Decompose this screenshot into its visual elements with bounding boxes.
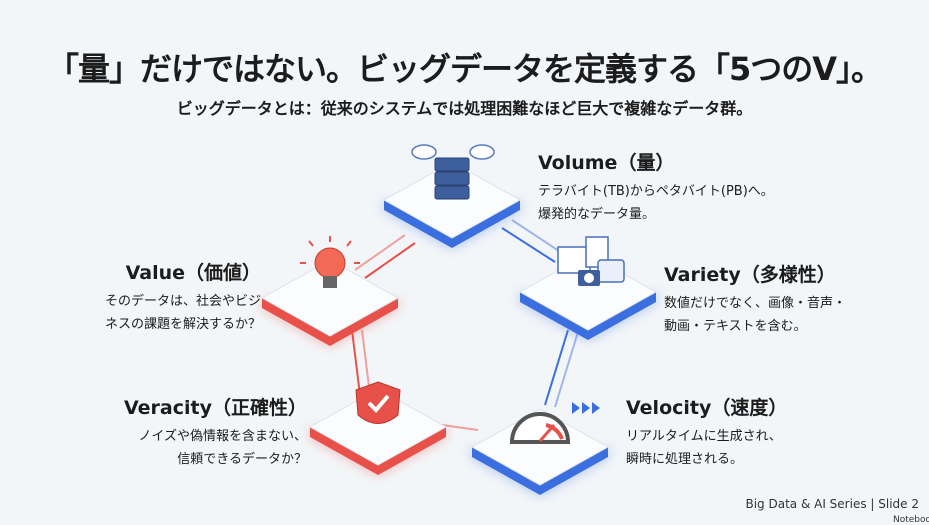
lightbulb-icon [300, 236, 360, 288]
volume-title: Volume（量） [538, 152, 675, 174]
variety-platform [518, 236, 658, 340]
value-platform [260, 236, 400, 346]
variety-desc-2: 動画・テキストを含む。 [664, 319, 807, 334]
veracity-desc-2: 信頼できるデータか？ [177, 452, 307, 467]
velocity-label: Velocity（速度） リアルタイムに生成され、 瞬時に処理される。 [626, 395, 787, 471]
volume-desc-1: テラバイト(TB)からペタバイト(PB)へ。 [538, 184, 774, 199]
veracity-title: Veracity（正確性） [124, 397, 307, 419]
variety-title: Variety（多様性） [664, 264, 836, 286]
volume-desc-2: 爆発的なデータ量。 [538, 207, 656, 222]
media-files-icon [557, 236, 625, 286]
server-cloud-icon [411, 144, 495, 200]
veracity-label: Veracity（正確性） ノイズや偽情報を含まない、 信頼できるデータか？ [124, 395, 307, 471]
veracity-platform [308, 381, 448, 475]
shield-check-icon [355, 381, 401, 424]
fast-forward-icon [572, 402, 580, 414]
value-desc-2: ネスの課題を解決するか？ [104, 317, 261, 332]
velocity-platform [470, 408, 610, 495]
arrow-volume-variety [501, 227, 556, 263]
volume-platform [382, 144, 522, 248]
velocity-desc-2: 瞬時に処理される。 [626, 452, 744, 467]
variety-desc-1: 数値だけでなく、画像・音声・ [664, 296, 847, 311]
volume-label: Volume（量） テラバイト(TB)からペタバイト(PB)へ。 爆発的なデータ… [538, 150, 774, 226]
value-desc-1: そのデータは、社会やビジ [104, 294, 261, 309]
velocity-title: Velocity（速度） [626, 397, 788, 419]
arrow-veracity-value [351, 329, 361, 396]
arrow-variety-velocity [544, 329, 569, 406]
page-title: 「量」だけではない。ビッグデータを定義する「5つのV」。 [46, 50, 883, 88]
velocity-desc-1: リアルタイムに生成され、 [626, 429, 782, 444]
cycle-arrows [351, 219, 600, 431]
page-subtitle: ビッグデータとは：従来のシステムでは処理困難なほど巨大で複雑なデータ群。 [176, 99, 753, 118]
value-title: Value（価値） [125, 262, 261, 284]
veracity-desc-1: ノイズや偽情報を含まない、 [138, 429, 307, 444]
speedometer-icon [509, 412, 571, 444]
notebooklm-watermark: NotebookLM [892, 515, 929, 525]
arrow-value-volume [354, 234, 406, 271]
slide-footer: Big Data & AI Series | Slide 2 [745, 497, 919, 511]
variety-label: Variety（多様性） 数値だけでなく、画像・音声・ 動画・テキストを含む。 [664, 262, 846, 338]
value-label: Value（価値） そのデータは、社会やビジ ネスの課題を解決するか？ [105, 260, 261, 336]
